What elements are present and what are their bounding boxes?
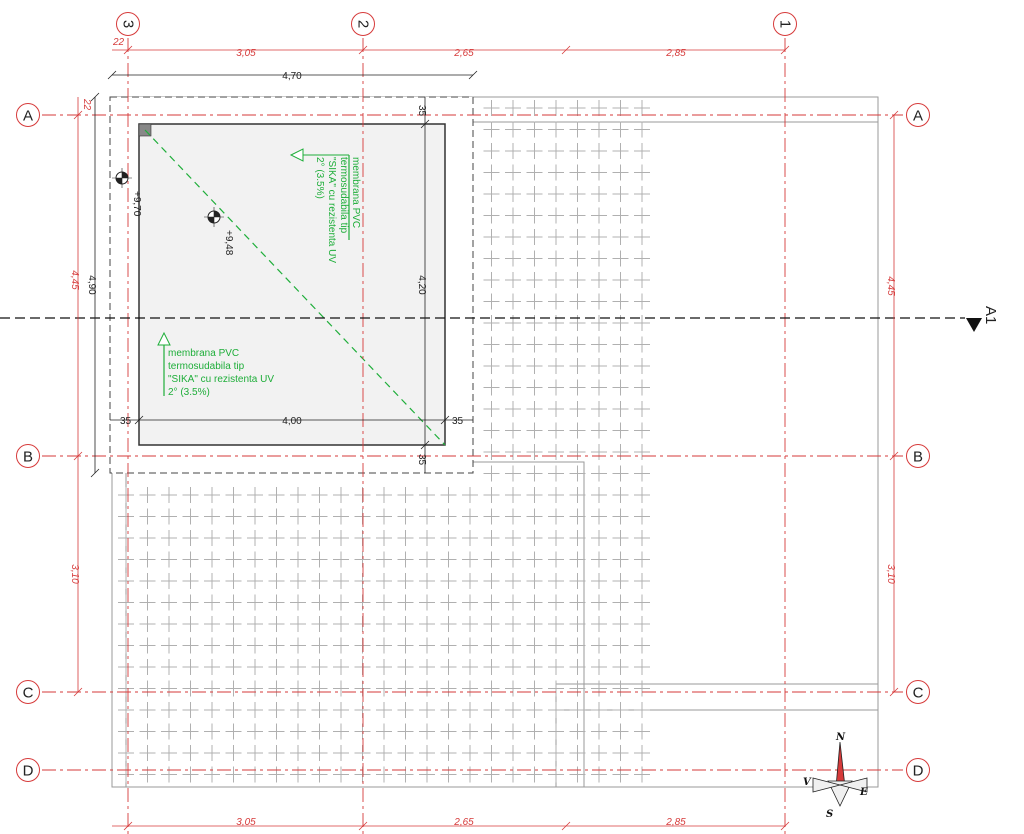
compass-south: S <box>826 809 833 820</box>
note-1-line-3: "SIKA" cu rezistenta UV <box>326 157 337 263</box>
section-line-a1: A1 <box>0 306 999 332</box>
dimension-lines <box>73 45 899 831</box>
axis-bubble-a-right: A <box>906 103 930 127</box>
dim-bottom-2-1: 2,85 <box>665 817 686 828</box>
compass-south-arrow-icon <box>827 780 853 807</box>
dim-left-b-c: 3,10 <box>69 564 80 584</box>
axis-lines <box>42 38 903 834</box>
axis-label-d-left: D <box>23 763 34 780</box>
compass-rose: N S V E <box>803 732 868 820</box>
slope-annotation-1: membrana PVC termosudabila tip "SIKA" cu… <box>289 148 361 263</box>
axis-label-b-left: B <box>23 449 33 466</box>
level-center-text: +9,48 <box>223 230 234 256</box>
dim-bottom-mid: 2,65 <box>453 817 474 828</box>
axis-bubble-2: 2 <box>351 12 375 36</box>
dim-edge-bottom: 35 <box>416 454 427 466</box>
axis-label-c-right: C <box>913 685 924 702</box>
black-dimension-lines <box>90 70 478 478</box>
section-arrow-icon <box>966 318 982 332</box>
compass-east-arrow-icon <box>838 777 868 793</box>
axis-label-c-left: C <box>23 685 34 702</box>
slope-line <box>144 129 446 446</box>
compass-east: E <box>859 787 868 798</box>
section-label: A1 <box>982 306 999 324</box>
axis-label-d-right: D <box>913 763 924 780</box>
axis-bubble-1: 1 <box>773 12 797 36</box>
level-marker-corner: +9,70 <box>112 168 142 217</box>
axis-label-a-right: A <box>913 108 923 125</box>
axis-bubble-b-right: B <box>906 444 930 468</box>
slope-annotation-2: membrana PVC termosudabila tip "SIKA" cu… <box>157 331 274 398</box>
dim-top-mid: 2,65 <box>453 48 474 59</box>
dim-total-height: 4,90 <box>86 275 97 295</box>
dim-offset-left: 22 <box>81 98 92 111</box>
note-2-line-1: membrana PVC <box>168 348 239 359</box>
dim-left-a-b: 4,45 <box>69 270 80 290</box>
note-2-line-4: 2° (3.5%) <box>168 387 210 398</box>
compass-north: N <box>835 732 846 743</box>
note-1-line-1: membrana PVC <box>350 157 361 228</box>
axis-bubble-3: 3 <box>116 12 140 36</box>
slab-grid-pattern <box>118 100 650 783</box>
level-corner-text: +9,70 <box>131 191 142 217</box>
note-2-line-3: "SIKA" cu rezistenta UV <box>168 374 274 385</box>
axis-label-a-left: A <box>23 108 33 125</box>
axis-bubbles: 3 2 1 A B C D A <box>16 12 930 782</box>
compass-north-arrow-icon <box>835 741 846 788</box>
axis-bubble-b-left: B <box>16 444 40 468</box>
note-2-line-2: termosudabila tip <box>168 361 245 372</box>
dim-top-2-1: 2,85 <box>665 48 686 59</box>
axis-label-b-right: B <box>913 449 923 466</box>
note-1-line-4: 2° (3.5%) <box>314 157 325 199</box>
dim-edge-top: 35 <box>416 105 427 117</box>
dim-inner-height: 4,20 <box>416 275 427 295</box>
axis-label-1: 1 <box>777 20 794 28</box>
axis-bubble-c-right: C <box>906 680 930 704</box>
compass-west-arrow-icon <box>812 777 842 793</box>
dim-inner-width: 4,00 <box>282 416 302 427</box>
dimension-texts: 3,05 2,65 2,85 3,05 2,65 2,85 22 22 4,45… <box>69 37 896 828</box>
axis-bubble-d-right: D <box>906 758 930 782</box>
dim-offset-top: 22 <box>112 37 125 48</box>
note-1-line-2: termosudabila tip <box>338 157 349 234</box>
axis-bubble-a-left: A <box>16 103 40 127</box>
dim-bottom-3-2: 3,05 <box>236 817 256 828</box>
compass-west: V <box>803 777 812 788</box>
dim-overall-width: 4,70 <box>282 71 302 82</box>
axis-label-3: 3 <box>120 20 137 28</box>
dim-right-a-b: 4,45 <box>885 276 896 296</box>
roof-slab <box>109 96 474 474</box>
dim-right-b-c: 3,10 <box>885 564 896 584</box>
level-marker-center: +9,48 <box>204 207 234 256</box>
dim-edge-right: 35 <box>452 416 464 427</box>
axis-bubble-d-left: D <box>16 758 40 782</box>
axis-label-2: 2 <box>355 20 372 28</box>
axis-bubble-c-left: C <box>16 680 40 704</box>
dim-edge-left: 35 <box>120 416 132 427</box>
dim-top-3-2: 3,05 <box>236 48 256 59</box>
